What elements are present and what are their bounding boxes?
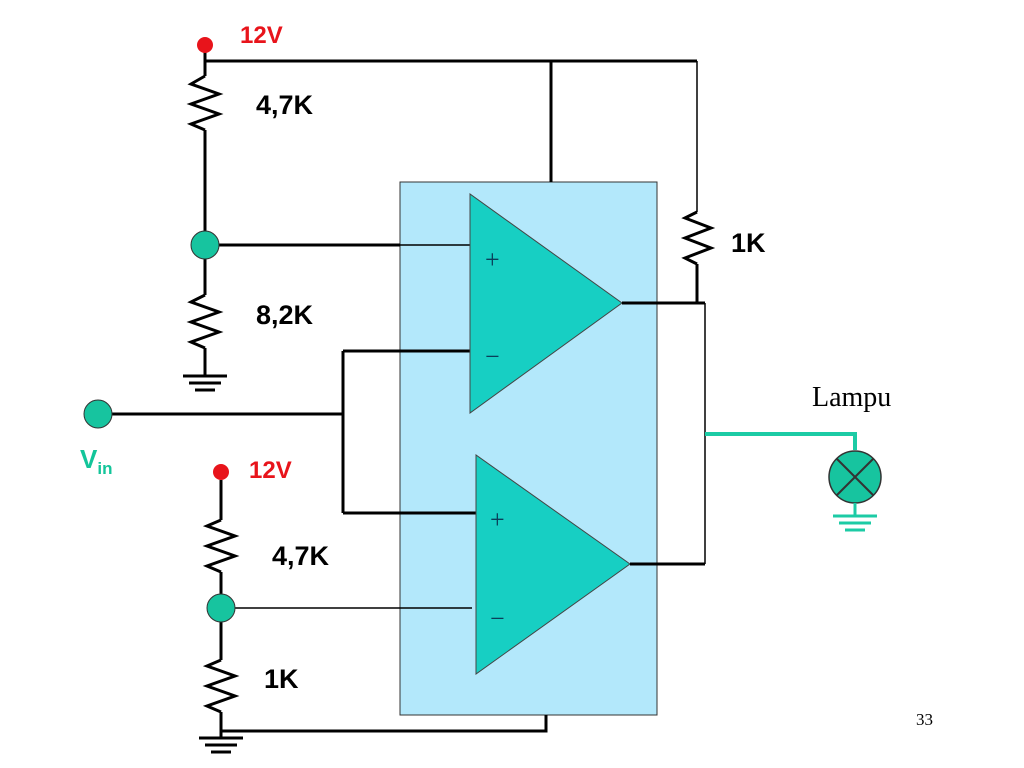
lamp-label: Lampu (812, 382, 891, 413)
vin-terminal (83, 399, 113, 429)
ground-top-icon (183, 374, 227, 392)
node-bottom-divider (206, 593, 236, 623)
resistor-pullup (680, 210, 716, 266)
ic-ground-wire (221, 715, 548, 733)
opamp-bottom-plus: + (490, 505, 505, 534)
bottom-supply-terminal (213, 464, 229, 480)
opamp-bottom-minus: − (490, 604, 505, 633)
resistor-bottom-lower (202, 658, 240, 714)
opamp-bottom (475, 454, 631, 675)
node-top-divider (190, 230, 220, 260)
bottom-supply-label: 12V (249, 457, 292, 484)
resistor-bottom-upper-label: 4,7K (272, 541, 330, 571)
resistor-bottom-lower-label: 1K (264, 664, 299, 694)
page-number: 33 (916, 710, 933, 729)
top-supply-terminal (197, 37, 213, 53)
ground-bottom-icon (199, 736, 243, 754)
resistor-top-lower (186, 293, 224, 350)
lamp-icon (828, 450, 882, 504)
resistor-top-lower-label: 8,2K (256, 300, 314, 330)
resistor-top-upper-label: 4,7K (256, 90, 314, 120)
opamp-top-minus: − (485, 342, 500, 371)
top-supply-label: 12V (240, 22, 283, 49)
lamp-ground-icon (833, 514, 877, 532)
vin-label: Vin (80, 444, 112, 478)
opamp-top (469, 193, 623, 414)
opamp-top-plus: + (485, 245, 500, 274)
resistor-bottom-upper (202, 518, 240, 574)
lamp-wire (705, 432, 857, 450)
resistor-pullup-label: 1K (731, 228, 766, 258)
resistor-top-upper (186, 74, 224, 132)
